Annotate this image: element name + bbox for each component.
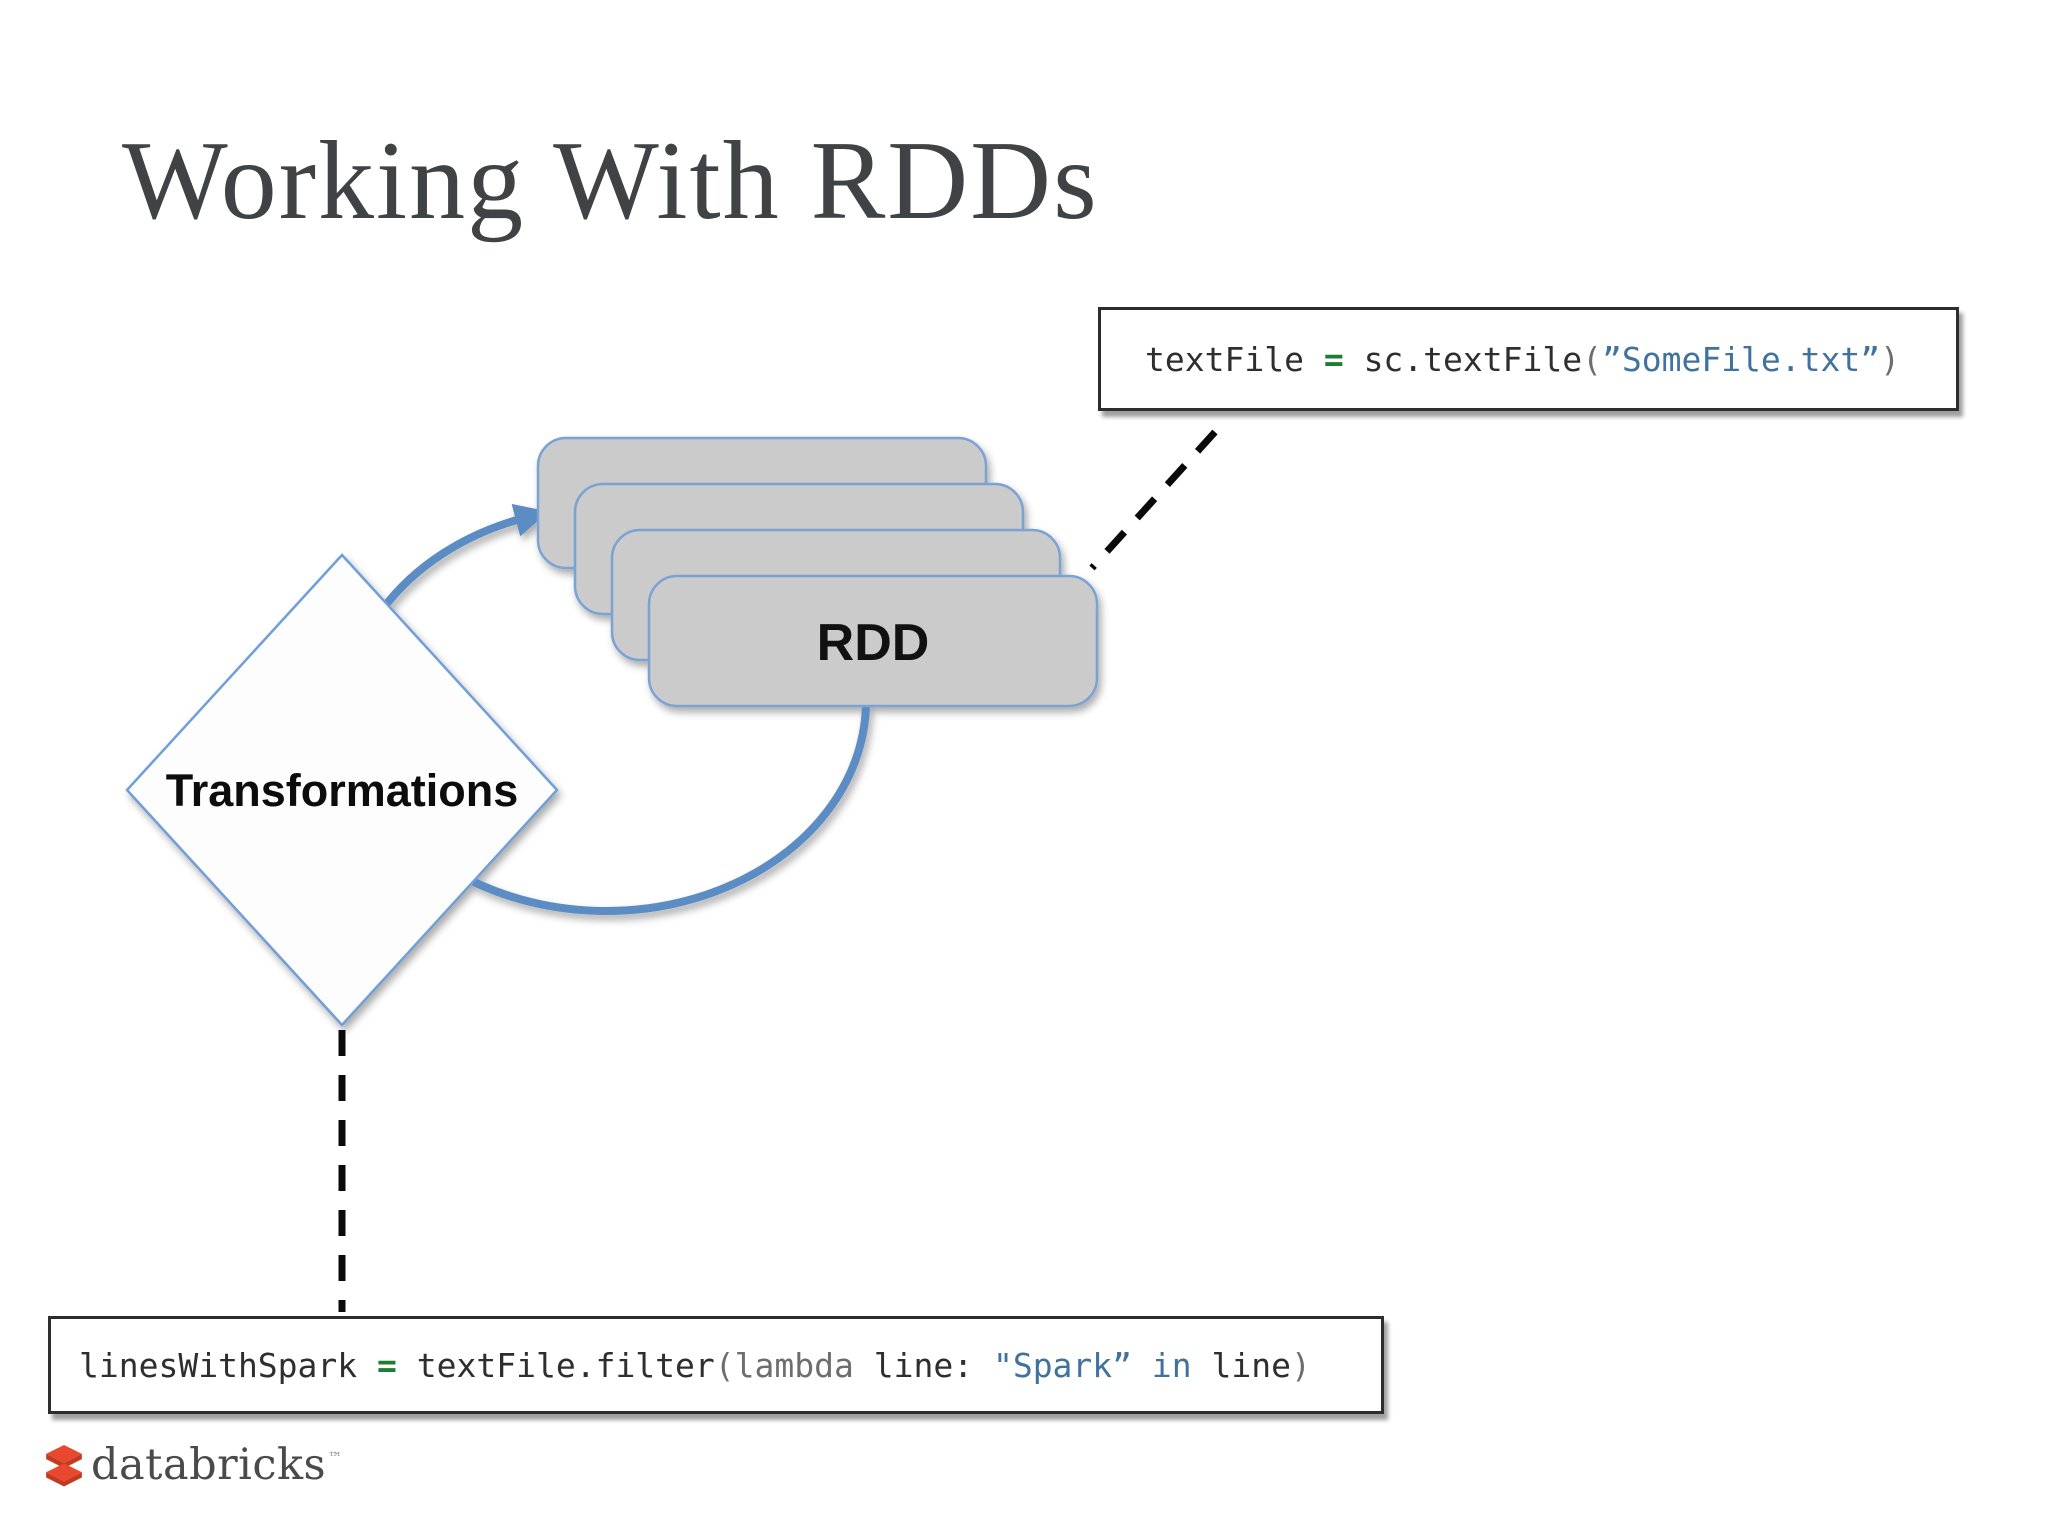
code-token: in <box>1151 1345 1212 1385</box>
trademark-symbol: ™ <box>328 1450 343 1466</box>
code-token: lambda <box>734 1345 874 1385</box>
code-line-filter: linesWithSpark = textFile.filter(lambda … <box>79 1346 1311 1385</box>
code-token: ) <box>1880 339 1901 379</box>
cycle-arc-to-transformations <box>466 696 871 916</box>
code-token: line: <box>873 1345 993 1385</box>
code-token: line <box>1211 1345 1291 1385</box>
cycle-arc-to-rdd <box>378 503 549 614</box>
code-token: ) <box>1291 1345 1311 1385</box>
code-line-textfile: textFile = sc.textFile(”SomeFile.txt”) <box>1145 340 1900 379</box>
code-token: textFile.filter <box>416 1345 715 1385</box>
code-token: = <box>1323 339 1364 379</box>
code-token: ”SomeFile.txt” <box>1601 339 1881 379</box>
page-title: Working With RDDs <box>122 119 1099 243</box>
code-token: textFile <box>1145 339 1324 379</box>
code-token: sc.textFile <box>1363 339 1583 379</box>
code-box-textfile: textFile = sc.textFile(”SomeFile.txt”) <box>1098 307 1959 411</box>
code-token: linesWithSpark <box>79 1345 378 1385</box>
rdd-rect-front <box>647 574 1099 708</box>
code-token: ( <box>714 1345 735 1385</box>
code-box-filter: linesWithSpark = textFile.filter(lambda … <box>48 1316 1384 1414</box>
code-token: ( <box>1582 339 1602 379</box>
databricks-logo: databricks ™ <box>46 1444 342 1487</box>
rdd-label: RDD <box>817 614 930 672</box>
code-token: "Spark” <box>992 1345 1152 1385</box>
transformations-label: Transformations <box>166 765 519 816</box>
databricks-bricks-icon <box>46 1444 82 1486</box>
dashed-connector-textfile <box>1089 429 1218 571</box>
transformations-diamond <box>125 553 559 1027</box>
code-token: = <box>377 1345 417 1385</box>
databricks-logo-text: databricks <box>91 1440 327 1490</box>
